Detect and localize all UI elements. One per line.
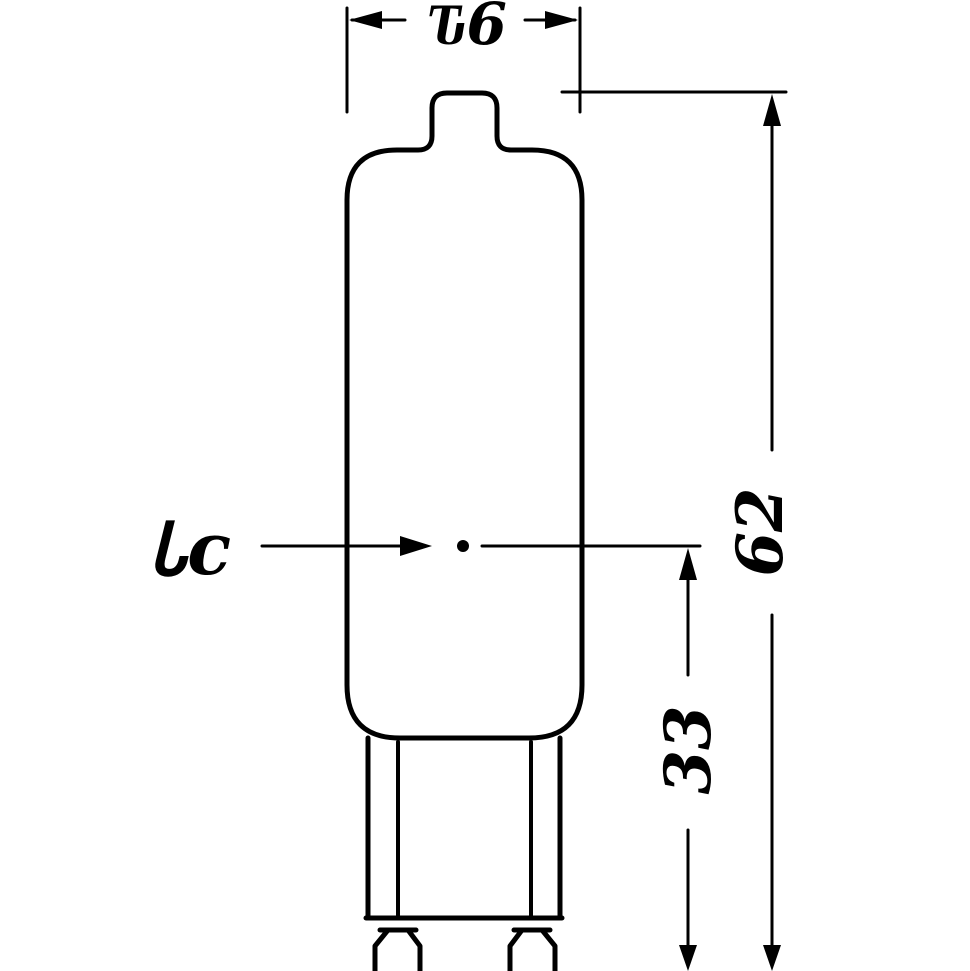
pin-right-inner	[507, 927, 525, 971]
pin-left-outer	[372, 927, 391, 971]
pin-left-inner	[405, 927, 423, 971]
tc-label: Ꮣc	[150, 506, 231, 591]
height-tc-dimension: 33	[651, 548, 726, 971]
pin-right-outer	[539, 927, 558, 971]
tc-marker: Ꮣc	[150, 506, 702, 591]
tc-height-arrow-bottom	[679, 945, 697, 971]
height-total-label: 62	[723, 487, 798, 576]
height-arrow-bottom	[763, 945, 781, 971]
height-total-dimension: 62	[560, 90, 798, 971]
tc-point	[457, 540, 469, 552]
height-tc-label: 33	[651, 705, 726, 794]
width-arrow-right	[545, 11, 578, 29]
tc-height-arrow-top	[679, 548, 697, 580]
width-dimension: Ԏ6	[345, 0, 582, 114]
tc-pointer-arrow	[400, 536, 432, 556]
height-arrow-top	[763, 94, 781, 126]
width-arrow-left	[349, 11, 382, 29]
lamp-base	[363, 735, 565, 971]
width-label: Ԏ6	[425, 0, 507, 58]
lamp-bulb-outline	[344, 90, 585, 741]
